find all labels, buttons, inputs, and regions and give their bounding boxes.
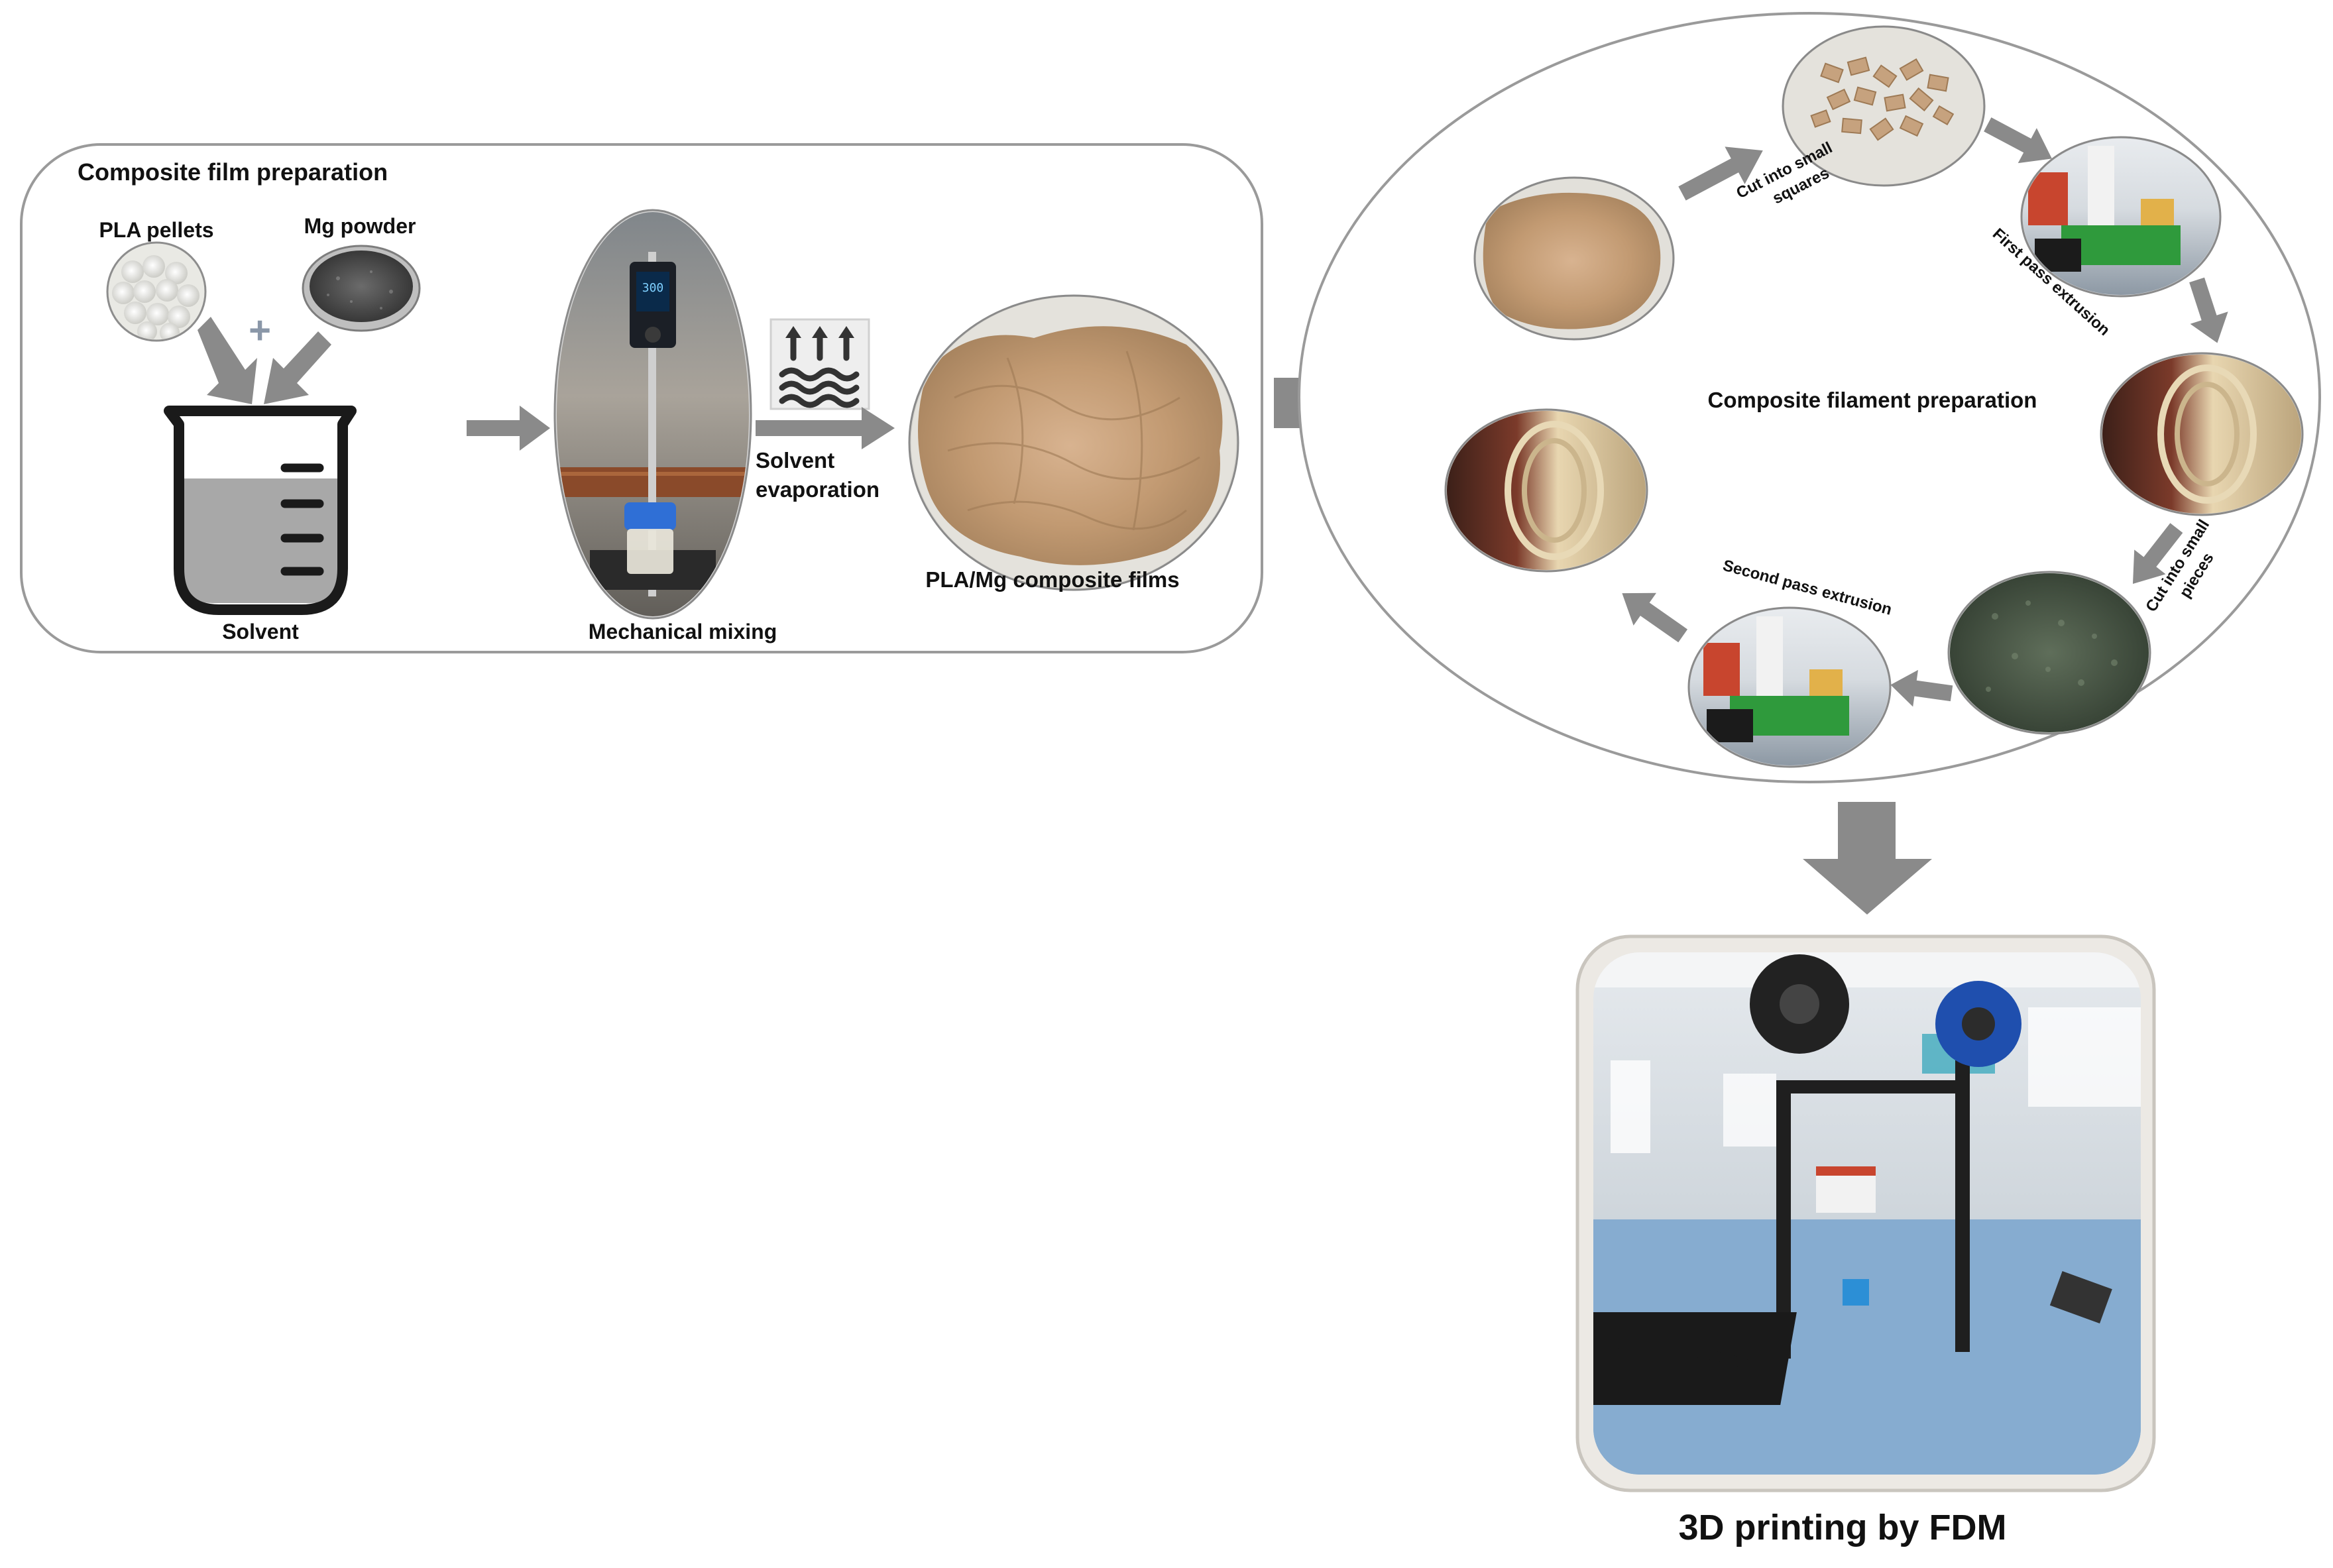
arrow-spool-to-pieces [2132,523,2183,584]
cycle-film-photo [1473,176,1675,341]
solvent-label: Solvent [222,620,299,644]
cycle-squares-photo [1782,25,1986,187]
arrow-film-to-squares [1678,146,1763,201]
evaporation-icon [769,318,870,410]
composite-films-label: PLA/Mg composite films [925,567,1179,592]
composite-film-photo [908,294,1239,591]
pla-pellets-label: PLA pellets [99,218,213,242]
svg-text:300: 300 [642,281,664,295]
plus-icon: + [249,309,271,352]
mg-powder-label: Mg powder [304,214,416,238]
cycle-filament-spool-photo [2100,352,2304,516]
arrow-extrusion-to-final-spool [1622,592,1688,643]
arrow-pieces-to-extrusion [1890,669,1953,707]
cycle-first-extrusion-photo [2020,136,2222,298]
fdm-printer-photo [1575,934,2156,1492]
printing-caption: 3D printing by FDM [1679,1508,2007,1547]
cycle-final-spool-photo [1444,408,1648,573]
film-panel-title: Composite film preparation [78,158,388,186]
arrow-filament-to-printing [1803,802,1932,915]
arrow-squares-to-extrusion [1984,117,2052,164]
mechanical-mixing-label: Mechanical mixing [589,620,777,644]
mechanical-mixing-photo: 300 [553,209,752,620]
filament-panel-title: Composite filament preparation [1708,388,2037,412]
cycle-second-extrusion-photo [1687,606,1892,768]
cycle-pieces-photo [1947,571,2151,735]
arrow-extrusion-to-spool [2189,277,2228,343]
pla-pellets-photo [106,241,207,342]
arrow-mg-to-beaker [264,331,331,404]
arrow-pla-to-beaker [198,317,257,404]
beaker-icon [164,406,357,615]
mg-powder-photo [302,245,421,332]
arrow-beaker-to-mixing [467,406,550,451]
evaporation-label-line2: evaporation [756,477,880,502]
evaporation-label-line1: Solvent [756,448,834,473]
arrow-mixing-to-films [756,407,895,449]
